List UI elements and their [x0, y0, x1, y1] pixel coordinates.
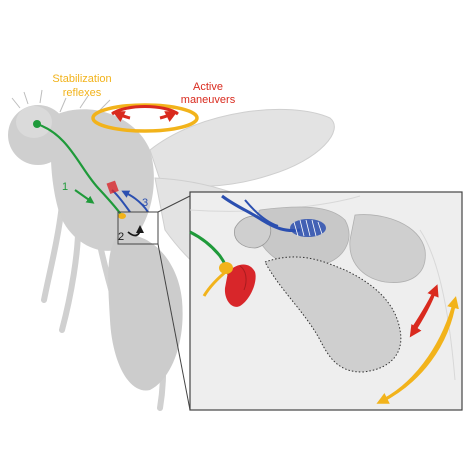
hinge-sclerite-main	[255, 206, 350, 268]
fly-thorax	[50, 109, 154, 251]
active-wing-arrow-back	[409, 287, 438, 338]
pathway-number-2: 2	[118, 231, 124, 243]
blue-nerve-branch-2	[244, 199, 279, 227]
fly-muscle-small	[106, 180, 119, 195]
zoom-line-top	[157, 195, 191, 213]
hinge-head-shape	[234, 215, 272, 249]
inset-panel	[189, 191, 463, 411]
fly-bristles	[11, 89, 111, 113]
active-arrow-right	[159, 111, 178, 122]
active-label-line1: Active	[193, 81, 223, 93]
pathway-number-1: 1	[62, 181, 68, 193]
hinge-sclerite-right	[349, 214, 426, 283]
active-label-line2: maneuvers	[181, 94, 236, 106]
zoom-region-box	[117, 211, 159, 245]
wing-base-dotted-outline	[264, 256, 402, 373]
stabilization-wing-arrow-back	[376, 299, 457, 404]
fly-wing-upper	[149, 108, 335, 187]
pathway-number-3: 3	[142, 197, 148, 209]
zoom-line-bottom	[157, 243, 191, 411]
stabilization-label-line2: reflexes	[63, 87, 102, 99]
pathway-1-green	[33, 120, 123, 217]
blue-muscle-stripes	[293, 219, 323, 237]
blue-nerve-branch	[221, 194, 301, 232]
pathway-2-black	[127, 225, 144, 237]
fly-leg-1	[41, 202, 65, 303]
red-steering-muscle	[224, 264, 256, 307]
rotation-arrows	[91, 103, 199, 133]
active-arrow-left	[112, 111, 131, 122]
fly-haltere-small	[118, 213, 126, 219]
yellow-haltere-knob	[219, 262, 233, 274]
stabilization-label-line1: Stabilization	[52, 73, 111, 85]
red-muscle-highlight	[239, 265, 247, 291]
